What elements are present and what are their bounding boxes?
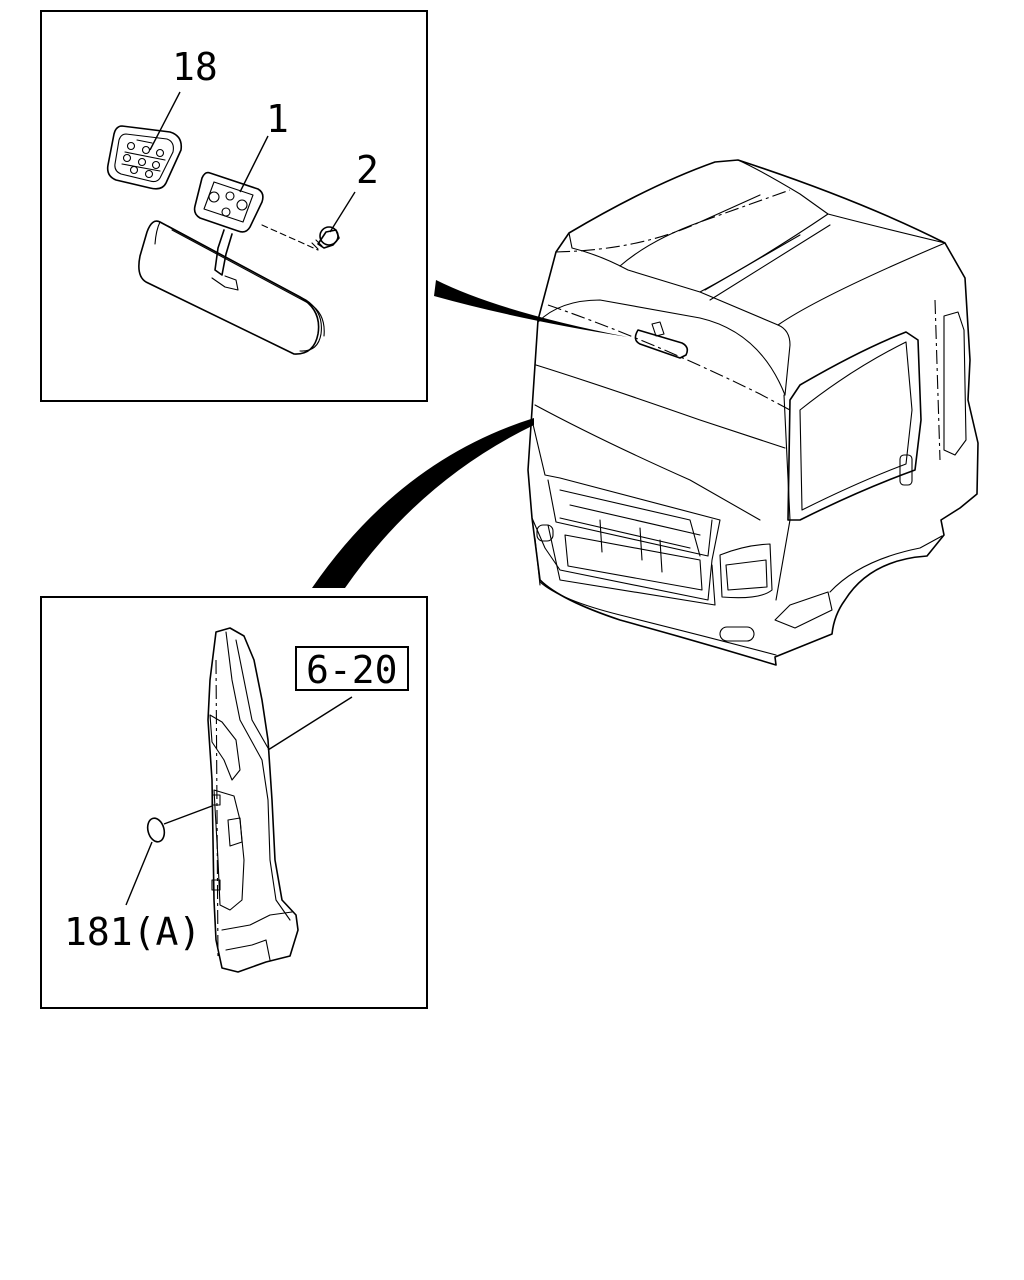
front-pillar-part <box>207 627 299 973</box>
leader-1 <box>239 135 269 193</box>
leader-ref <box>267 696 353 751</box>
grommet-part-181A <box>146 805 213 843</box>
mirror-detail-panel: 18 1 2 <box>40 10 428 402</box>
callout-2: 2 <box>356 148 379 192</box>
leader-18 <box>149 91 181 151</box>
pillar-detail-panel: 181(A) 6-20 <box>40 596 428 1009</box>
pointer-to-mirror <box>434 280 628 337</box>
pointer-to-pillar <box>312 418 534 588</box>
leader-2 <box>329 191 356 233</box>
reference-box-6-20: 6-20 <box>295 646 409 692</box>
callout-18: 18 <box>172 45 218 89</box>
callout-181A: 181(A) <box>64 910 201 954</box>
truck-cab-illustration <box>527 159 979 666</box>
reference-label: 6-20 <box>306 648 398 692</box>
leader-181A <box>125 841 153 906</box>
screw-part-2 <box>261 224 340 251</box>
pad-part-18 <box>106 125 183 190</box>
mirror-part-1 <box>138 171 325 355</box>
callout-1: 1 <box>266 97 289 141</box>
